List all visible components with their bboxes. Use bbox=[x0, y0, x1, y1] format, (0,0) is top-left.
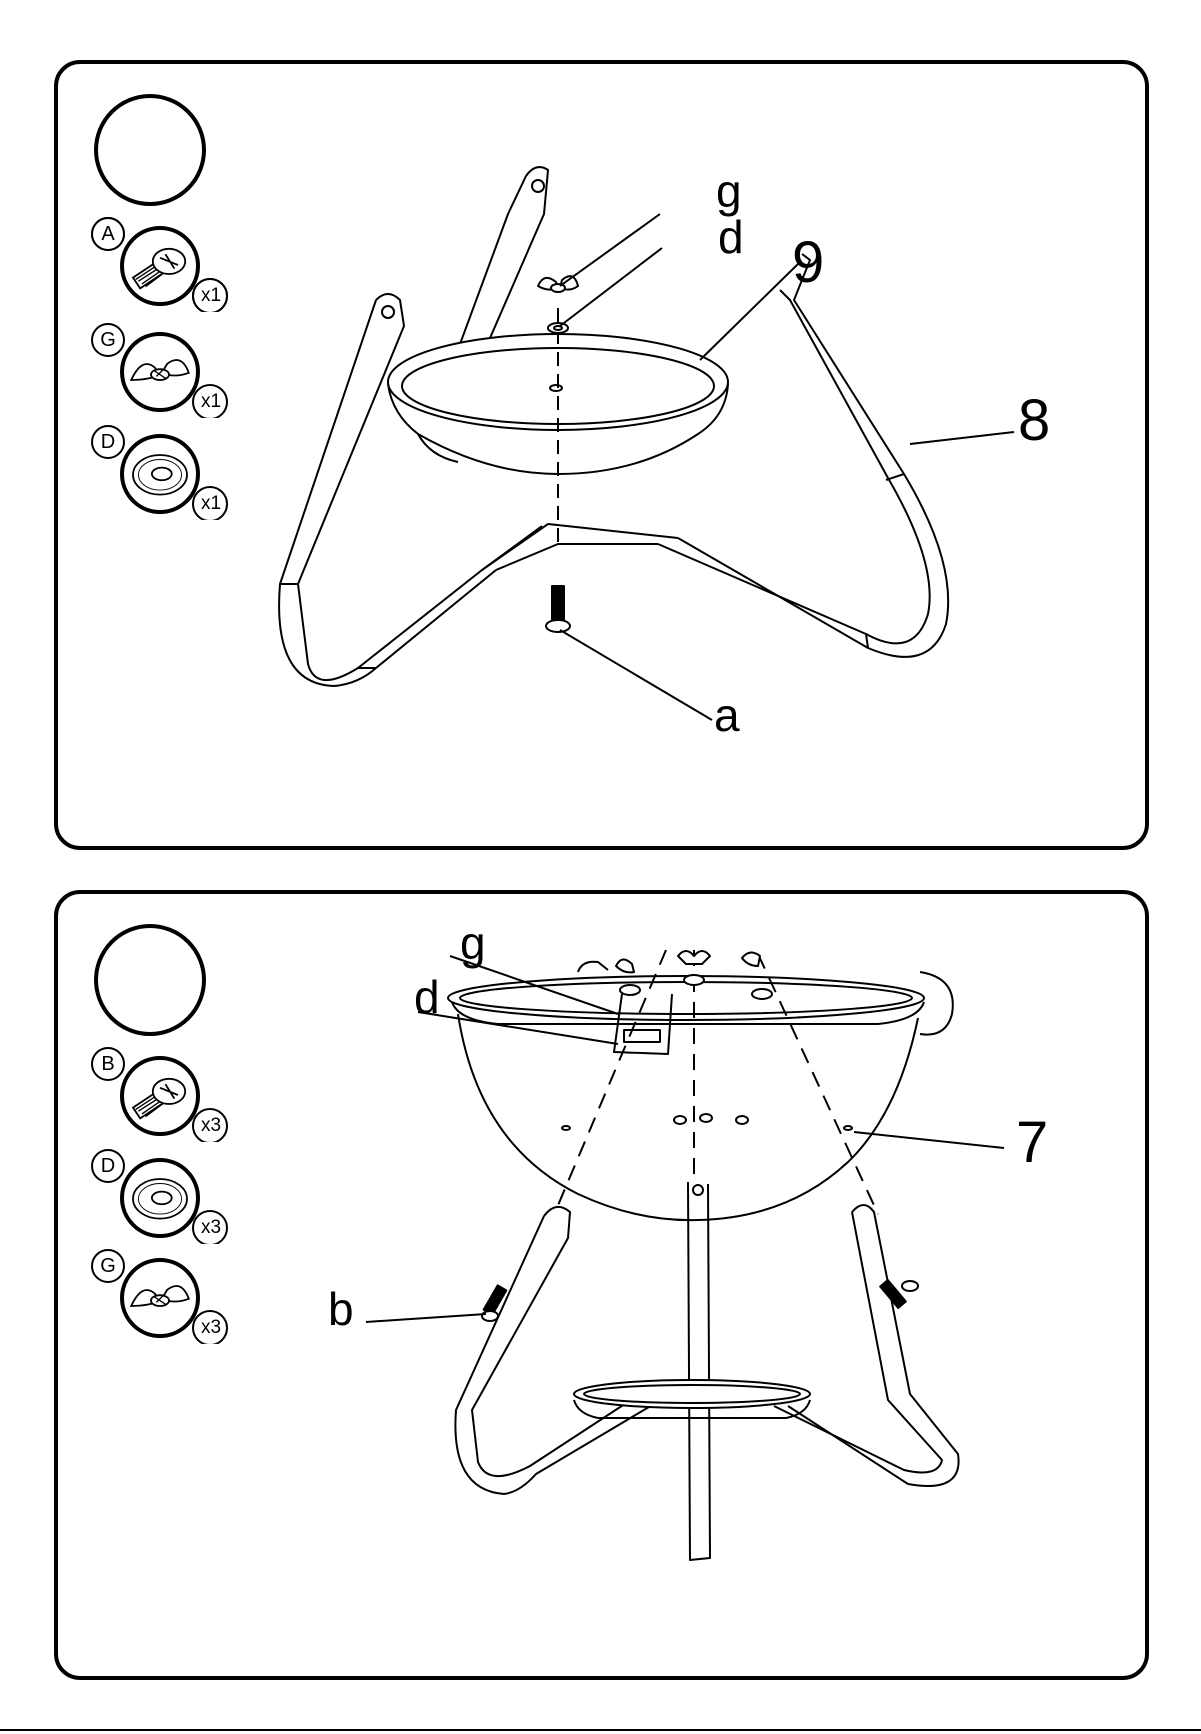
step-panel-2: B x3 D x3 G x3 bbox=[54, 890, 1149, 1680]
callout-part-7: 7 bbox=[1016, 1114, 1048, 1172]
callout-a: a bbox=[714, 692, 740, 738]
callout-d: d bbox=[718, 214, 744, 260]
callout-d: d bbox=[414, 974, 440, 1020]
callout-part-8: 8 bbox=[1018, 392, 1050, 450]
callout-part-9: 9 bbox=[792, 234, 824, 292]
page-bottom-rule bbox=[0, 1729, 1201, 1731]
callout-b: b bbox=[328, 1286, 354, 1332]
bowl-assembly-drawing bbox=[58, 894, 1145, 1676]
callout-g: g bbox=[460, 920, 486, 966]
step-panel-1: A x1 G x1 D x1 bbox=[54, 60, 1149, 850]
ash-pan-assembly-drawing bbox=[58, 64, 1145, 846]
callout-g: g bbox=[716, 168, 742, 214]
